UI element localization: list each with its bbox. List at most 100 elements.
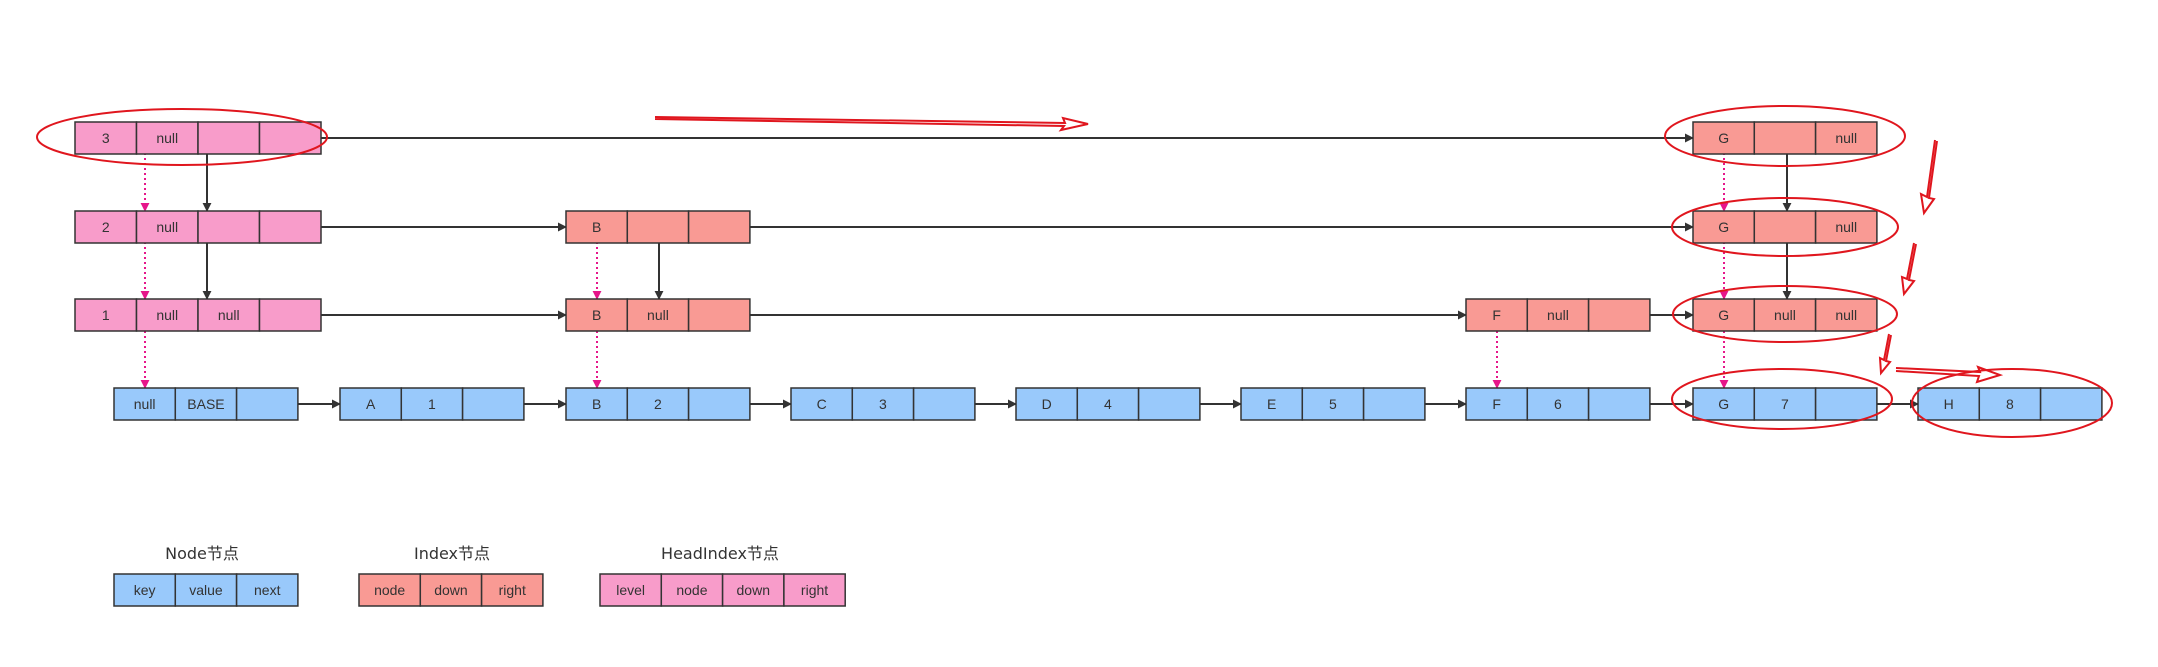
legend-head-box-cell: [783, 573, 846, 607]
highlight-g-base: [1671, 368, 1893, 430]
index-node-g3-cell: [1753, 121, 1817, 155]
head-index-level-2-cell: [74, 210, 138, 244]
index-node-g2-node-label: G: [1718, 219, 1729, 235]
legend-index-box-0-label: node: [374, 582, 405, 598]
head-index-level-3-level-label: 3: [102, 130, 110, 146]
base-node-B-cell: [565, 387, 629, 421]
highlight-head3: [36, 108, 328, 166]
base-node-H-key-label: H: [1944, 396, 1954, 412]
head-index-level-1: 1 null null: [74, 298, 322, 332]
base-node-A-cell: [400, 387, 464, 421]
base-node-H-cell: [2039, 387, 2103, 421]
base-node-E-key-label: E: [1267, 396, 1276, 412]
index-node-g2-right-label: null: [1835, 219, 1857, 235]
head-index-level-2-cell: [135, 210, 199, 244]
legend-node-box-cell: [113, 573, 177, 607]
legend: Node节点 Index节点 HeadIndex节点: [165, 544, 779, 563]
head-index-level-1-cell: [135, 298, 199, 332]
head-index-level-2-node-label: null: [156, 219, 178, 235]
head-index-level-3-cell: [197, 121, 261, 155]
index-node-g1-node-label: G: [1718, 307, 1729, 323]
base-node-A-value-label: 1: [428, 396, 436, 412]
head-index-level-2: 2 null: [74, 210, 322, 244]
search-path-annotations: [36, 105, 2113, 438]
base-node-D-cell: [1137, 387, 1201, 421]
legend-head-box-cell: [660, 573, 724, 607]
base-node-null-cell: [235, 387, 299, 421]
horizontal-links: [298, 133, 1919, 409]
head-index-level-3-cell: [258, 121, 322, 155]
index-node-b2: B: [565, 210, 751, 244]
highlight-g1: [1672, 285, 1898, 343]
index-node-g3-right-label: null: [1835, 130, 1857, 146]
index-node-f1-down-label: null: [1547, 307, 1569, 323]
head-index-level-1-level-label: 1: [102, 307, 110, 323]
head-index-level-1-node-label: null: [156, 307, 178, 323]
legend-node-box-cell: [235, 573, 299, 607]
index-node-g3-node-label: G: [1718, 130, 1729, 146]
legend-head-box-2-label: down: [737, 582, 770, 598]
head-index-level-2-level-label: 2: [102, 219, 110, 235]
base-node-F-cell: [1465, 387, 1529, 421]
index-node-b2-node-label: B: [592, 219, 601, 235]
index-node-g1-right-label: null: [1835, 307, 1857, 323]
legend-head-box-3-label: right: [801, 582, 828, 598]
base-node-D-cell: [1076, 387, 1140, 421]
annotation-arrow-right-bottom: [1895, 365, 2004, 384]
base-node-F-value-label: 6: [1554, 396, 1562, 412]
index-node-g1-cell: [1814, 298, 1878, 332]
legend-index-box-cell: [480, 573, 544, 607]
base-node-G-value-label: 7: [1781, 396, 1789, 412]
base-node-null-value-label: BASE: [187, 396, 224, 412]
highlight-h-base: [1911, 368, 2113, 438]
legend-index-box-cell: [358, 573, 422, 607]
index-node-g1-down-label: null: [1774, 307, 1796, 323]
head-index-level-1-cell: [74, 298, 138, 332]
index-node-b1-cell: [687, 298, 751, 332]
base-node-E-cell: [1301, 387, 1365, 421]
base-node-E-value-label: 5: [1329, 396, 1337, 412]
annotation-arrow-down-1: [1919, 139, 1938, 216]
index-node-g3-cell: [1692, 121, 1756, 155]
head-index-level-3-cell: [135, 121, 199, 155]
base-node-C-value-label: 3: [879, 396, 887, 412]
index-node-b1-cell: [626, 298, 690, 332]
legend-node-box-2-label: next: [254, 582, 281, 598]
base-node-H-cell: [1917, 387, 1981, 421]
legend-node-box-1-label: value: [189, 582, 223, 598]
head-index-level-2-cell: [258, 210, 322, 244]
index-node-f1-cell: [1587, 298, 1651, 332]
legend-index-title: Index节点: [414, 544, 490, 563]
base-node-D-cell: [1015, 387, 1079, 421]
index-node-f1-node-label: F: [1492, 307, 1501, 323]
base-node-E-cell: [1362, 387, 1426, 421]
legend-head-box-1-label: node: [676, 582, 707, 598]
base-node-D-value-label: 4: [1104, 396, 1112, 412]
legend-index-box-1-label: down: [434, 582, 467, 598]
highlight-g2: [1671, 197, 1899, 257]
base-node-null-cell: [113, 387, 177, 421]
base-node-A-cell: [461, 387, 525, 421]
index-node-b1-cell: [565, 298, 629, 332]
base-node-A-cell: [339, 387, 403, 421]
legend-head-box-cell: [721, 573, 785, 607]
head-index-level-1-down-label: null: [218, 307, 240, 323]
base-node-F-cell: [1587, 387, 1651, 421]
head-index-level-3-cell: [74, 121, 138, 155]
